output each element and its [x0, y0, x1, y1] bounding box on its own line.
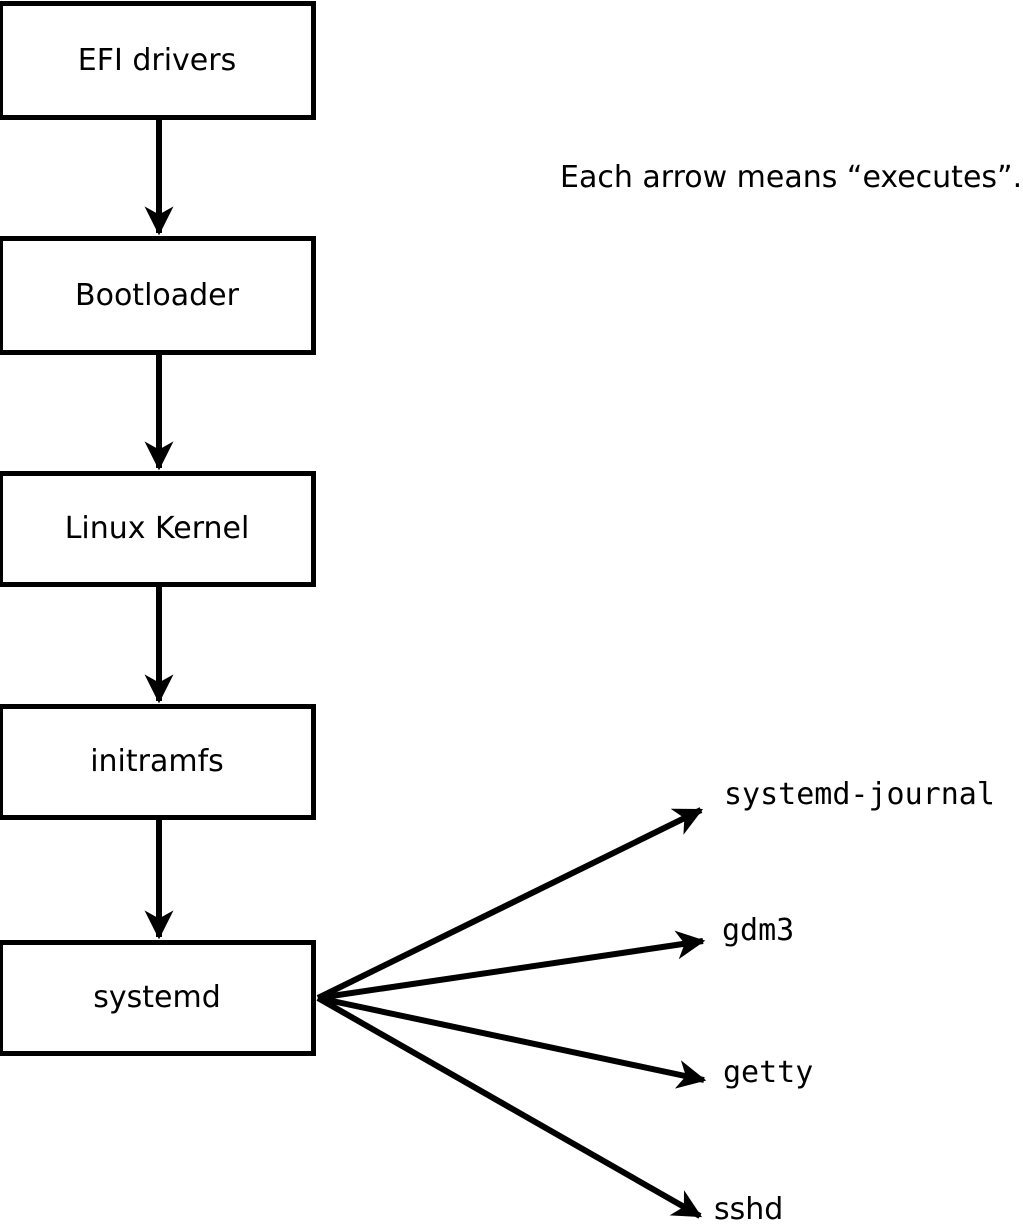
node-initramfs-label: initramfs	[90, 744, 224, 779]
node-bootloader: Bootloader	[0, 236, 316, 355]
node-linux-kernel: Linux Kernel	[0, 471, 316, 587]
node-systemd-label: systemd	[93, 980, 221, 1015]
node-bootloader-label: Bootloader	[75, 277, 239, 313]
process-label-getty: getty	[723, 1055, 814, 1090]
node-linux-kernel-label: Linux Kernel	[64, 511, 250, 546]
arrow-systemd-to-getty	[317, 995, 707, 1089]
process-label-sshd: sshd	[714, 1192, 784, 1227]
arrow-systemd-to-gdm3	[317, 930, 706, 1001]
arrow-meaning-note: Each arrow means “executes”.	[560, 160, 1023, 195]
arrow-systemd-to-sshd	[316, 995, 703, 1219]
process-label-gdm3: gdm3	[722, 913, 795, 948]
node-efi-drivers: EFI drivers	[0, 1, 316, 120]
process-label-systemd-journal: systemd-journal	[724, 777, 995, 812]
node-efi-drivers-label: EFI drivers	[77, 42, 237, 78]
node-systemd: systemd	[0, 940, 316, 1056]
arrow-systemd-to-journal	[316, 807, 704, 1001]
node-initramfs: initramfs	[0, 704, 316, 820]
